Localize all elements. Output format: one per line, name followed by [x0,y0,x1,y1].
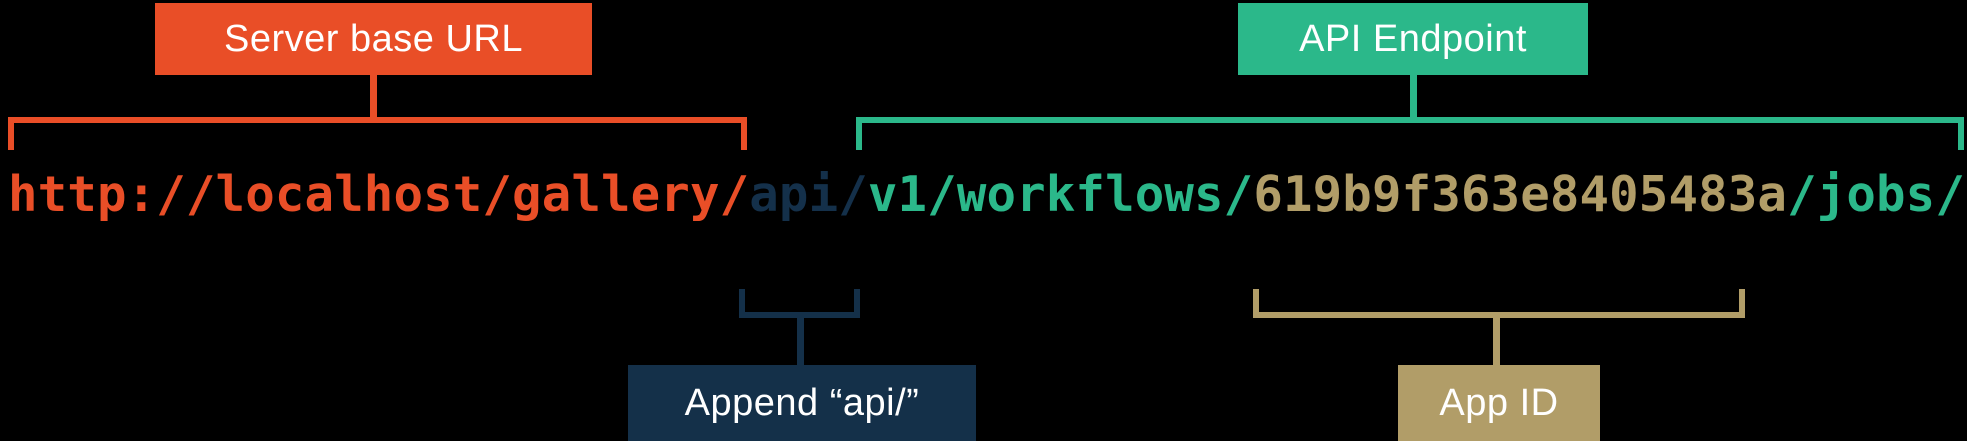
api-endpoint-label: API Endpoint [1238,3,1588,75]
url-segment-server-base: http://localhost/gallery/ [8,166,750,223]
app-id-bracket [1253,289,1745,318]
append-api-bracket [739,289,860,318]
api-endpoint-bracket [856,117,1964,150]
app-id-label: App ID [1398,365,1600,441]
url-segment-app-id: 619b9f363e8405483a [1253,166,1788,223]
api-endpoint-stem [1410,75,1417,123]
url-segment-endpoint-path: v1/workflows/ [867,166,1254,223]
append-api-stem [797,318,804,365]
url-text: http://localhost/gallery/api/v1/workflow… [8,170,1965,219]
server-base-url-label: Server base URL [155,3,592,75]
url-segment-jobs-path: /jobs/ [1787,166,1965,223]
url-segment-api-prefix: api/ [749,166,868,223]
app-id-stem [1493,318,1500,365]
server-base-url-bracket [8,117,747,150]
server-base-url-stem [370,75,377,123]
append-api-label: Append “api/” [628,365,976,441]
